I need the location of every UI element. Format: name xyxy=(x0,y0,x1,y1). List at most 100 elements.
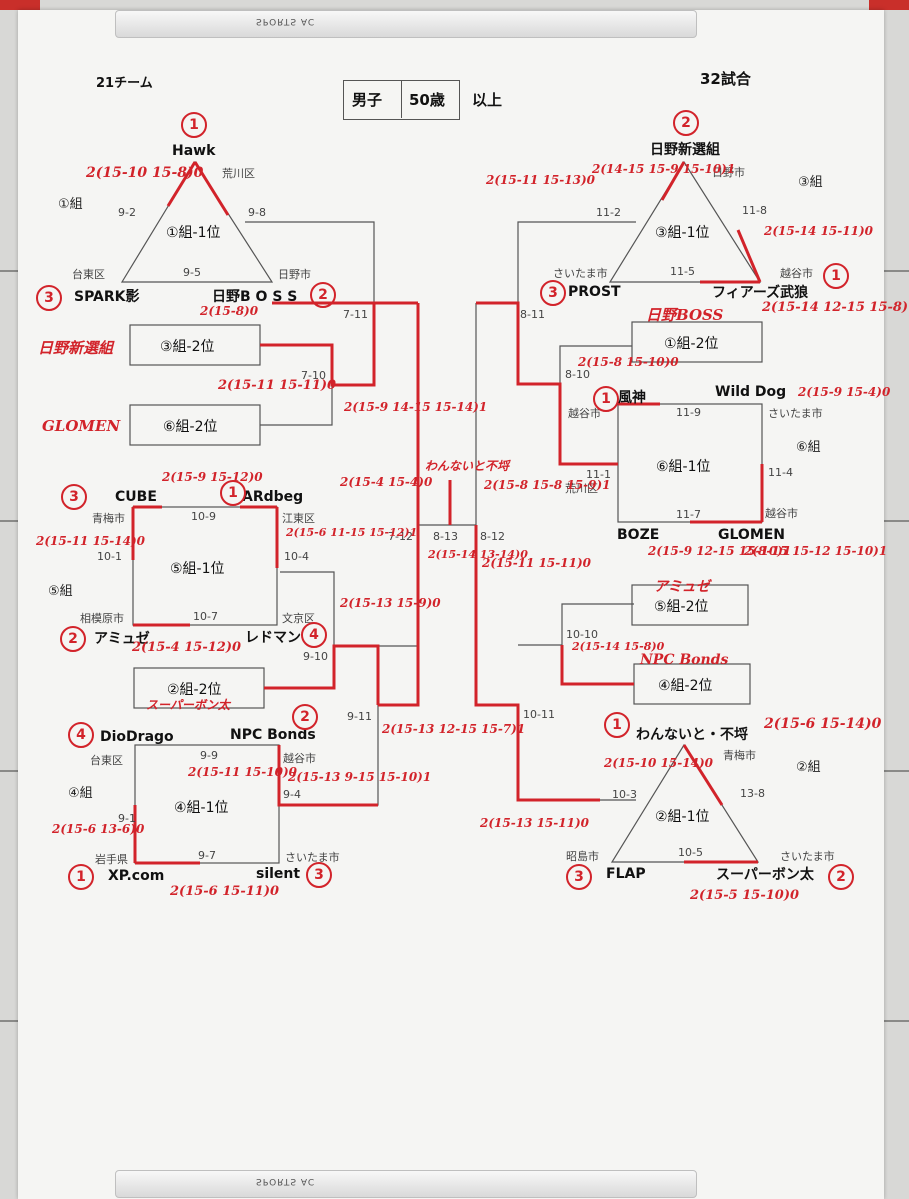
score-note: 2(15-4 15-12)0 xyxy=(132,640,242,655)
score-note: 2(15-14 15-11)0 xyxy=(764,224,873,238)
team-wild-dog: Wild Dog xyxy=(715,384,787,400)
city-label: 文京区 xyxy=(282,612,315,625)
score-note: 2(15-11 15-14)0 xyxy=(36,534,145,548)
match-label: 10-11 xyxy=(523,708,555,721)
rank-circle: 2 xyxy=(292,704,318,730)
city-label: さいたま市 xyxy=(780,850,835,863)
second-place-4: ④組-2位 xyxy=(658,678,713,694)
match-label: 9-4 xyxy=(283,788,301,801)
team-cube: CUBE xyxy=(115,489,157,505)
second-place-3: ③組-2位 xyxy=(160,339,215,355)
score-note: 2(15-6 15-14)0 xyxy=(764,716,882,732)
handwritten-name: GLOMEN xyxy=(42,417,121,435)
score-note: 2(15-5 15-10)0 xyxy=(690,888,800,903)
match-label: 11-7 xyxy=(676,508,701,521)
match-count: 32試合 xyxy=(700,70,751,88)
match-label: 10-10 xyxy=(566,628,598,641)
match-label: 10-5 xyxy=(678,846,703,859)
score-note: 2(15-13 9-15 15-10)1 xyxy=(288,770,432,784)
score-note: 2(15-8)0 xyxy=(200,304,259,318)
match-label: 7-11 xyxy=(343,308,368,321)
city-label: 台東区 xyxy=(90,754,123,767)
score-note: 2(15-14 12-15 15-8)1 xyxy=(762,300,909,315)
group-rank-label: ②組-1位 xyxy=(655,809,710,825)
city-label: 越谷市 xyxy=(283,752,316,765)
rank-circle: 2 xyxy=(673,110,699,136)
city-label: 岩手県 xyxy=(95,853,128,866)
group-rank-label: ③組-1位 xyxy=(655,225,710,241)
top-clip: SPORTS AC xyxy=(115,10,697,38)
match-label: 11-9 xyxy=(676,406,701,419)
match-label: 9-11 xyxy=(347,710,372,723)
rank-circle: 2 xyxy=(828,864,854,890)
score-note: 2(15-6 13-6)0 xyxy=(52,822,145,836)
city-label: さいたま市 xyxy=(553,267,608,280)
rank-circle: 4 xyxy=(301,622,327,648)
team-glomen: GLOMEN xyxy=(718,527,786,543)
rank-circle: 1 xyxy=(823,263,849,289)
rank-circle: 3 xyxy=(306,862,332,888)
team-fujin: 風神 xyxy=(618,390,646,406)
group-label: ②組 xyxy=(796,760,821,775)
second-place-6: ⑥組-2位 xyxy=(163,419,218,435)
second-place-2: ②組-2位 xyxy=(167,682,222,698)
score-note: 2(15-9 12-15 15-10)1 xyxy=(648,544,792,558)
team-wannaito: わんないと・不埒 xyxy=(636,727,748,743)
match-label: 9-2 xyxy=(118,206,136,219)
group-rank-label: ⑥組-1位 xyxy=(656,459,711,475)
score-note: 2(15-10 15-14)0 xyxy=(604,756,713,770)
city-label: さいたま市 xyxy=(768,407,823,420)
match-label: 11-2 xyxy=(596,206,621,219)
score-note: 2(14-15 15-9 15-10)1 xyxy=(592,162,736,176)
match-label: 7-12 xyxy=(388,530,413,543)
match-label: 11-4 xyxy=(768,466,793,479)
match-label: 11-5 xyxy=(670,265,695,278)
rank-circle: 1 xyxy=(604,712,630,738)
handwritten-name: アミュゼ xyxy=(654,579,710,595)
match-label: 8-12 xyxy=(480,530,505,543)
handwritten-name: わんないと不埒 xyxy=(425,459,510,473)
match-label: 9-5 xyxy=(183,266,201,279)
handwritten-name: スーパーボン太 xyxy=(146,698,230,712)
match-label: 10-3 xyxy=(612,788,637,801)
city-label: 青梅市 xyxy=(92,512,125,525)
score-note: 2(15-6 15-11)0 xyxy=(170,884,280,899)
score-note: 2(15-6 11-15 15-12)1 xyxy=(286,526,418,539)
title-divider xyxy=(401,80,402,118)
score-note: 2(15-9 15-4)0 xyxy=(798,385,891,399)
score-note: 2(15-13 12-15 15-7)1 xyxy=(382,722,526,736)
rank-circle: 3 xyxy=(36,285,62,311)
city-label: 台東区 xyxy=(72,268,105,281)
group-label: ⑥組 xyxy=(796,440,821,455)
score-note: 2(15-9 15-12)0 xyxy=(162,470,263,484)
team-npc-bonds: NPC Bonds xyxy=(230,727,316,743)
second-place-5: ⑤組-2位 xyxy=(654,599,709,615)
team-ardbeg: ARdbeg xyxy=(242,489,304,505)
match-label: 10-4 xyxy=(284,550,309,563)
city-label: 青梅市 xyxy=(723,749,756,762)
team-xpcom: XP.com xyxy=(108,868,165,884)
match-label: 8-13 xyxy=(433,530,458,543)
city-label: 相模原市 xyxy=(80,612,124,625)
score-note: 2(15-8 15-10)0 xyxy=(578,355,679,369)
city-label: 越谷市 xyxy=(780,267,813,280)
group-label: ③組 xyxy=(798,175,823,190)
team-super-bonta: スーパーボン太 xyxy=(716,867,814,883)
match-label: 10-9 xyxy=(191,510,216,523)
handwritten-name: NPC Bonds xyxy=(640,652,729,668)
rank-circle: 4 xyxy=(68,722,94,748)
group-label: ⑤組 xyxy=(48,584,73,599)
team-prost: PROST xyxy=(568,284,621,300)
second-place-1: ①組-2位 xyxy=(664,336,719,352)
team-hino-boss: 日野B O S S xyxy=(212,289,298,305)
rank-circle: 2 xyxy=(310,282,336,308)
city-label: 荒川区 xyxy=(222,167,255,180)
match-label: 10-7 xyxy=(193,610,218,623)
rank-circle: 1 xyxy=(593,386,619,412)
group-label: ④組 xyxy=(68,786,93,801)
score-note: 2(15-10 15-8)0 xyxy=(86,165,204,181)
group-label: ①組 xyxy=(58,197,83,212)
group-rank-label: ⑤組-1位 xyxy=(170,561,225,577)
match-label: 10-1 xyxy=(97,550,122,563)
